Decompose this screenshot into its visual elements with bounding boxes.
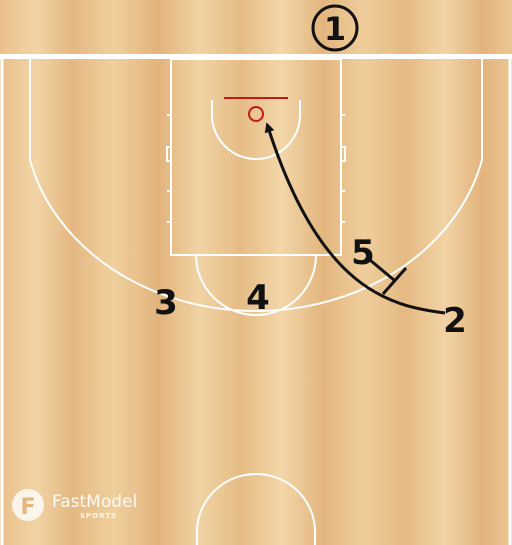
- center-circle: [196, 473, 316, 545]
- court-lines: [29, 58, 483, 545]
- fastmodel-logo: F FastModel SPORTS: [12, 489, 137, 521]
- logo-letter: F: [20, 495, 35, 520]
- player-3: 3: [154, 283, 178, 323]
- lane-block: [340, 146, 346, 162]
- frame-number: 1: [324, 10, 346, 48]
- player-4: 4: [246, 278, 270, 318]
- three-point-line: [29, 59, 483, 312]
- brand-tagline: SPORTS: [80, 512, 117, 520]
- lane-block: [166, 146, 172, 162]
- frame-number-badge: 1: [311, 4, 359, 52]
- cut-arrow-icon: [264, 122, 446, 315]
- rim: [248, 106, 264, 122]
- restricted-area: [211, 100, 301, 160]
- court-floor: [0, 57, 512, 545]
- player-2: 2: [443, 301, 467, 341]
- header-divider: [0, 54, 512, 59]
- logo-badge-icon: [12, 489, 44, 521]
- screen-marker-icon: [369, 258, 408, 295]
- free-throw-circle: [195, 254, 317, 316]
- brand-name: FastModel: [52, 492, 137, 512]
- frame-header-strip: [0, 0, 512, 56]
- player-5: 5: [351, 233, 375, 273]
